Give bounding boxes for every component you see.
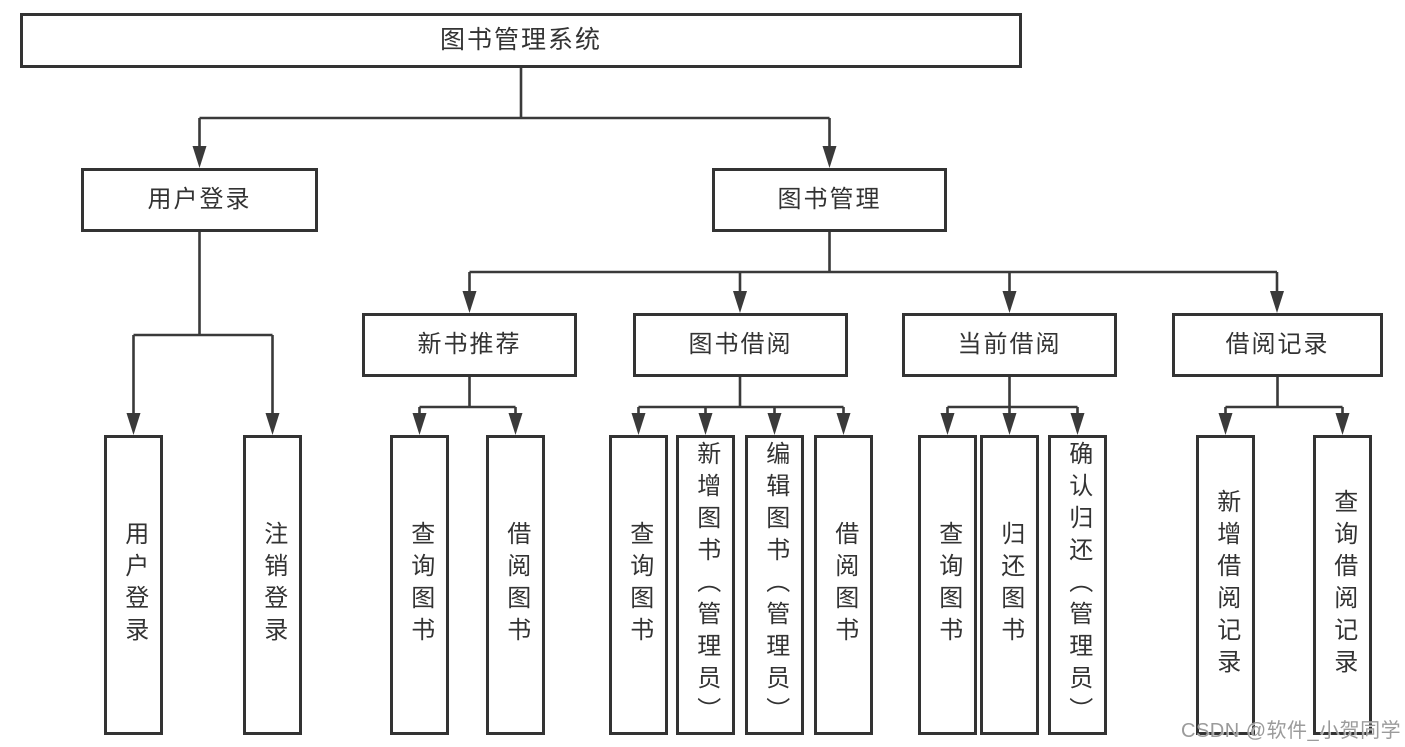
- arrowhead-icons: [126, 146, 1350, 435]
- node-current-borrow: 当前借阅: [902, 313, 1117, 377]
- node-book-management: 图书管理: [712, 168, 947, 232]
- leaf-logout-login: 注销登录: [243, 435, 302, 735]
- csdn-watermark: CSDN @软件_小贺同学: [1181, 720, 1402, 742]
- connector-book-mgmt-split: [468, 230, 1279, 295]
- node-library-system: 图书管理系统: [20, 13, 1022, 68]
- node-current-borrow-label: 当前借阅: [957, 331, 1062, 358]
- leaf-add-book-admin: 新增图书（管理员）: [676, 435, 735, 735]
- node-new-book-recommend: 新书推荐: [362, 313, 577, 377]
- leaf-add-borrow-record: 新增借阅记录: [1196, 435, 1255, 735]
- node-new-book-recommend-label: 新书推荐: [417, 331, 522, 358]
- node-user-login-label: 用户登录: [147, 186, 252, 213]
- leaf-borrow-book-recommend: 借阅图书: [486, 435, 545, 735]
- leaf-confirm-return-admin: 确认归还（管理员）: [1048, 435, 1107, 735]
- leaf-return-book-label: 归还图书: [996, 521, 1024, 649]
- leaf-query-book-current-label: 查询图书: [934, 521, 962, 649]
- leaf-query-book-recommend: 查询图书: [390, 435, 449, 735]
- node-book-borrow-label: 图书借阅: [688, 331, 793, 358]
- node-user-login: 用户登录: [81, 168, 318, 232]
- leaf-borrow-book: 借阅图书: [814, 435, 873, 735]
- connector-borrow-records-split: [1224, 377, 1344, 418]
- leaf-query-book-current: 查询图书: [918, 435, 977, 735]
- leaf-edit-book-admin: 编辑图书（管理员）: [745, 435, 804, 735]
- leaf-add-book-admin-label: 新增图书（管理员）: [692, 441, 720, 729]
- connector-root-split: [198, 68, 831, 150]
- leaf-confirm-return-admin-label: 确认归还（管理员）: [1064, 441, 1092, 729]
- leaf-add-borrow-record-label: 新增借阅记录: [1212, 489, 1240, 681]
- connector-new-book-split: [418, 377, 517, 418]
- node-borrow-records-label: 借阅记录: [1225, 331, 1330, 358]
- leaf-user-login: 用户登录: [104, 435, 163, 735]
- leaf-return-book: 归还图书: [980, 435, 1039, 735]
- connector-current-borrow-split: [946, 377, 1079, 418]
- leaf-query-book-recommend-label: 查询图书: [406, 521, 434, 649]
- leaf-query-book-borrow-label: 查询图书: [625, 521, 653, 649]
- connector-user-login-split: [132, 232, 274, 418]
- leaf-query-borrow-record: 查询借阅记录: [1313, 435, 1372, 735]
- leaf-borrow-book-recommend-label: 借阅图书: [502, 521, 530, 649]
- leaf-query-book-borrow: 查询图书: [609, 435, 668, 735]
- leaf-user-login-label: 用户登录: [120, 521, 148, 649]
- leaf-edit-book-admin-label: 编辑图书（管理员）: [761, 441, 789, 729]
- leaf-logout-login-label: 注销登录: [259, 521, 287, 649]
- node-book-management-label: 图书管理: [777, 186, 882, 213]
- leaf-query-borrow-record-label: 查询借阅记录: [1329, 489, 1357, 681]
- node-book-borrow: 图书借阅: [633, 313, 848, 377]
- node-borrow-records: 借阅记录: [1172, 313, 1383, 377]
- leaf-borrow-book-label: 借阅图书: [830, 521, 858, 649]
- connector-book-borrow-split: [637, 377, 845, 418]
- node-library-system-label: 图书管理系统: [439, 26, 602, 54]
